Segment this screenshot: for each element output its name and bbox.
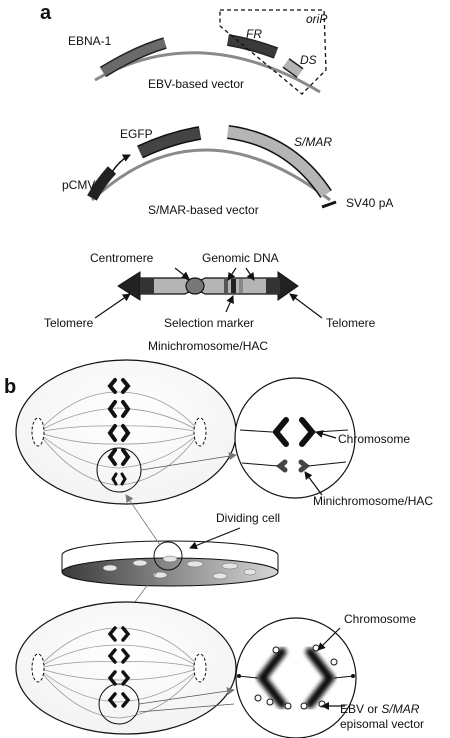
sv40-pa-label: SV40 pA [346,196,394,210]
centromere-label: Centromere [90,251,154,265]
selection-marker-band [231,279,236,293]
orip-label: oriP [306,12,328,26]
top-dividing-cell [15,359,237,505]
left-telomere [117,271,141,301]
hac-caption: Minichromosome/HAC [148,339,269,353]
selection-marker-label: Selection marker [164,316,255,330]
top-chromosome-arrow [315,430,337,439]
genomic-dna-label: Genomic DNA [202,251,279,265]
selection-marker-arrow [225,295,234,313]
bottom-metaphase-chromosomes [107,626,131,708]
hac-body [139,277,283,295]
centromere [185,277,205,295]
genomic-dna-arrow-right [245,267,255,281]
top-right-centrosome [193,417,207,447]
genomic-dna-arrow-left [227,267,237,281]
panel-b-label: b [4,376,17,398]
pcmv-label: pCMV [62,178,96,192]
bottom-chromosome-label: Chromosome [344,612,417,626]
right-telomere [277,271,299,301]
top-left-centrosome [31,417,45,447]
sv40-pa-mark [321,200,337,209]
top-zoom-chromosome [272,417,316,447]
telomere-left-label: Telomere [44,316,94,330]
top-zoom-view [140,377,356,499]
culture-dish [61,494,279,615]
episomal-label-line1: EBV or S/MAR [340,702,419,716]
top-chromosome-label: Chromosome [338,432,411,446]
smar-vector-diagram [87,125,337,209]
bottom-chromosome-arrow [317,627,341,651]
top-metaphase-chromosomes [107,378,131,486]
promoter-arrow [111,154,131,173]
telomere-left-arrow [94,293,131,319]
smar-vector-caption: S/MAR-based vector [148,203,259,217]
episomal-label-smar: S/MAR [381,702,420,716]
ebv-vector-diagram [94,9,327,95]
dividing-cell-arrow [189,527,241,550]
bottom-left-centrosome [31,653,45,683]
bottom-dividing-cell [15,601,237,735]
ds-label: DS [300,53,317,67]
genomic-dna-band [224,279,228,293]
bottom-zoom-chromosome [256,647,336,709]
episomal-label-prefix: EBV or [340,702,379,716]
ebv-vector-caption: EBV-based vector [148,77,245,91]
panel-b-arrows [189,430,345,710]
smar-label: S/MAR [294,135,333,149]
smar-backbone [90,148,331,202]
centromere-arrow [174,267,190,280]
hac-diagram [117,271,299,301]
top-minichromosome-arrow [304,471,323,496]
telomere-right-label: Telomere [326,316,376,330]
panel-a-label: a [40,2,52,24]
pcmv-promoter [87,166,117,201]
egfp-label: EGFP [120,127,153,141]
bottom-right-centrosome [193,653,207,683]
top-minichromosome-label: Minichromosome/HAC [313,494,434,508]
dish-zoom-circle [153,541,183,571]
dividing-cell-label: Dividing cell [216,511,281,525]
episomal-label-line2: episomal vector [340,717,425,731]
fr-label: FR [246,27,262,41]
ebna1-label: EBNA-1 [68,34,112,48]
orip-box [219,9,327,95]
top-zoom-minichromosome [275,459,311,473]
telomere-right-arrow [289,293,323,319]
hac-arrows [94,267,323,319]
